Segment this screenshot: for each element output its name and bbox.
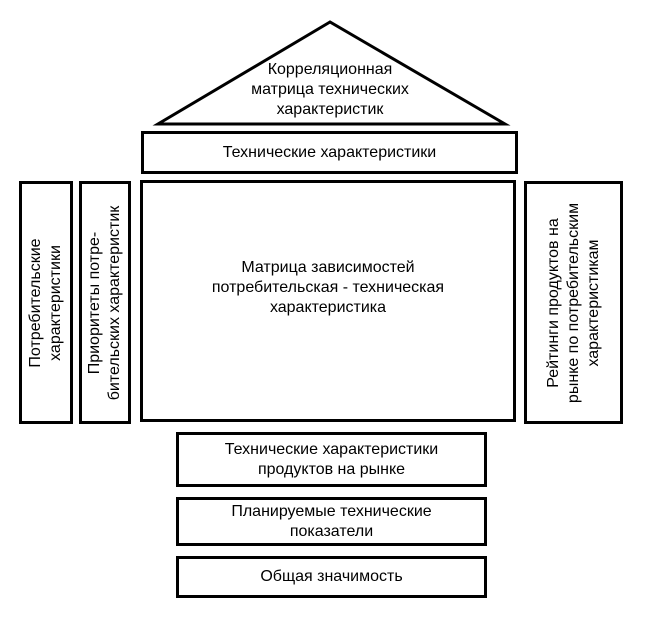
- label-line: продуктов на рынке: [257, 460, 406, 478]
- relationship-matrix-label: Матрица зависимостей потребительская - т…: [212, 258, 444, 318]
- label-line: характеристикам: [584, 238, 602, 367]
- consumer-characteristics-label: Потребительские характеристики: [26, 238, 66, 367]
- overall-importance-box: Общая значимость: [176, 556, 487, 598]
- market-technical-characteristics-box: Технические характеристики продуктов на …: [176, 432, 487, 487]
- correlation-matrix-label: Корреляционная матрица технических харак…: [230, 60, 430, 120]
- correlation-roof-triangle: [152, 20, 511, 126]
- consumer-characteristics-box: Потребительские характеристики: [19, 181, 73, 424]
- label-line: рынке по потребительским: [564, 202, 582, 403]
- label-line: Матрица зависимостей: [241, 259, 415, 276]
- planned-technical-indicators-label: Планируемые технические показатели: [231, 502, 431, 542]
- market-ratings-label: Рейтинги продуктов на рынке по потребите…: [544, 202, 604, 402]
- label-line: характеристики: [47, 244, 64, 361]
- label-line: Потребительские: [27, 237, 44, 368]
- technical-characteristics-label: Технические характеристики: [222, 143, 437, 161]
- roof-line: характеристик: [276, 101, 384, 118]
- roof-line: Корреляционная: [267, 61, 393, 78]
- roof-triangle-shape: [152, 20, 511, 126]
- overall-importance-label: Общая значимость: [260, 568, 403, 585]
- label-line: потребительская - техническая: [211, 279, 445, 296]
- label-line: характеристика: [269, 299, 387, 316]
- label-line: показатели: [289, 522, 374, 540]
- label-line: бительских характеристик: [106, 205, 123, 400]
- label-line: Технические характеристики: [224, 440, 439, 458]
- label-line: Рейтинги продуктов на: [544, 217, 562, 388]
- planned-technical-indicators-box: Планируемые технические показатели: [176, 497, 487, 546]
- relationship-matrix-box: Матрица зависимостей потребительская - т…: [140, 180, 516, 422]
- technical-characteristics-box: Технические характеристики: [141, 131, 518, 174]
- market-ratings-box: Рейтинги продуктов на рынке по потребите…: [524, 181, 623, 424]
- consumer-priorities-label: Приоритеты потре- бительских характерист…: [85, 205, 125, 400]
- label-line: Приоритеты потре-: [86, 231, 103, 374]
- roof-line: матрица технических: [251, 81, 409, 98]
- label-line: Планируемые технические: [231, 502, 432, 520]
- consumer-priorities-box: Приоритеты потре- бительских характерист…: [79, 181, 131, 424]
- market-technical-characteristics-label: Технические характеристики продуктов на …: [225, 440, 439, 480]
